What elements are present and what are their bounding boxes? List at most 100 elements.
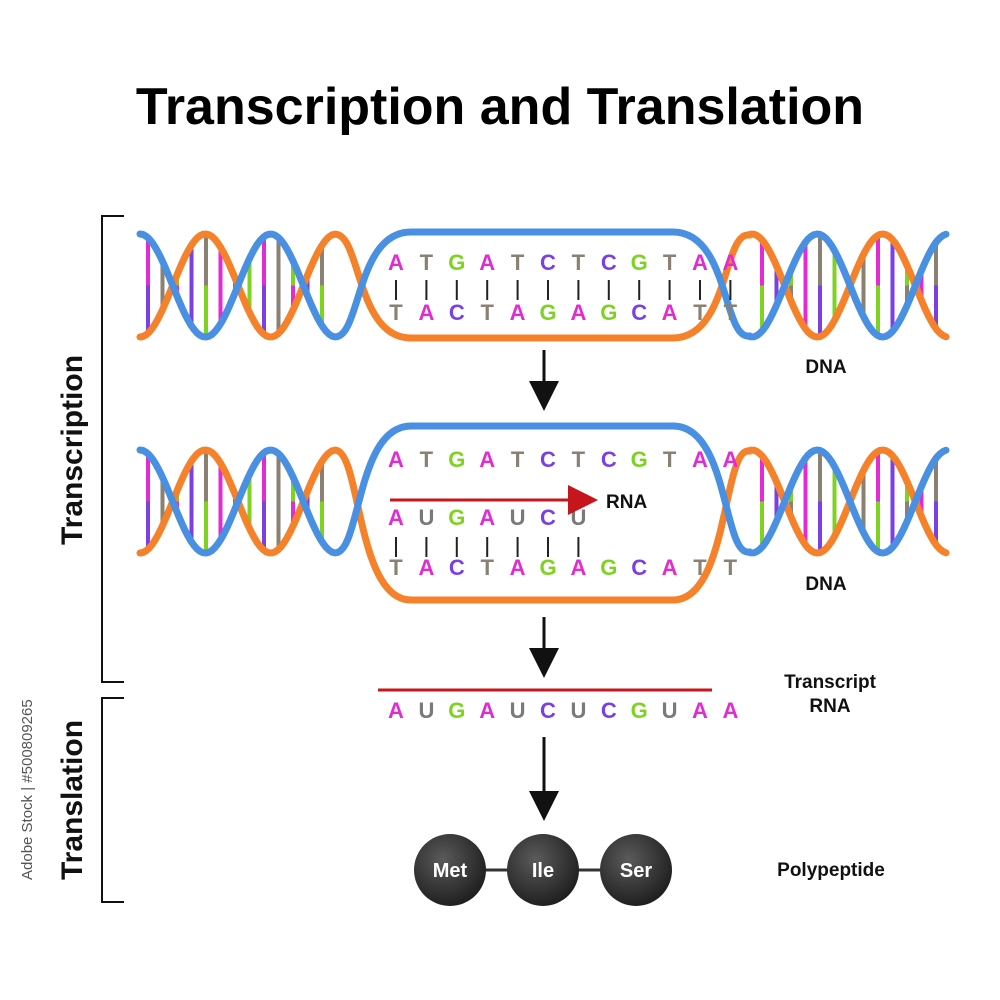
dna-coding-base: T	[663, 250, 677, 275]
dna-template-base: A	[510, 300, 526, 325]
dna-coding-base: T	[572, 250, 586, 275]
dna-template-base: C	[631, 555, 647, 580]
rna-transcript-base: U	[570, 698, 586, 723]
dna-coding-base: G	[448, 447, 465, 472]
dna-coding-base: T	[420, 447, 434, 472]
dna-coding-base: T	[511, 250, 525, 275]
transcript-label-line1: Transcript	[784, 672, 877, 693]
dna-template-base: T	[693, 300, 707, 325]
dna-template-base: A	[662, 300, 678, 325]
dna-template-base: G	[539, 300, 556, 325]
dna-template-base: G	[600, 555, 617, 580]
dna-template-base: T	[724, 555, 738, 580]
dna-coding-base: A	[479, 447, 495, 472]
dna-coding-base: A	[388, 447, 404, 472]
dna-template-base: T	[480, 300, 494, 325]
dna-coding-base: A	[692, 250, 708, 275]
dna-coding-base: T	[420, 250, 434, 275]
rna-transcript-base: G	[448, 698, 465, 723]
polypeptide-chain: Met Ile Ser	[414, 834, 672, 906]
dna-template-base: G	[600, 300, 617, 325]
dna-coding-base: G	[631, 250, 648, 275]
dna-template-base: C	[631, 300, 647, 325]
dna-template-base: T	[693, 555, 707, 580]
dna-coding-base: G	[448, 250, 465, 275]
rna-transcript-base: A	[479, 698, 495, 723]
dna-strand-blue	[136, 422, 950, 557]
dna-coding-base: G	[631, 447, 648, 472]
polypeptide-label: Polypeptide	[777, 860, 885, 881]
dna-coding-base: A	[722, 250, 738, 275]
rna-transcript-base: U	[510, 698, 526, 723]
amino-acid-ser: Ser	[620, 860, 652, 882]
dna-template-base: A	[662, 555, 678, 580]
amino-acid-bead-ile	[507, 834, 579, 906]
dna-coding-base: T	[663, 447, 677, 472]
dna-coding-base: C	[540, 447, 556, 472]
amino-acid-met: Met	[433, 860, 468, 882]
rna-base: G	[448, 505, 465, 530]
dna-template-base: A	[418, 555, 434, 580]
dna-strand-blue	[136, 228, 950, 341]
watermark: Adobe Stock | #500809265	[19, 699, 36, 880]
dna-template-base: C	[449, 555, 465, 580]
dna-label-top: DNA	[805, 357, 846, 378]
rna-transcript-base: A	[692, 698, 708, 723]
dna-coding-base: C	[540, 250, 556, 275]
dna-coding-base: A	[722, 447, 738, 472]
rna-arrow-label: RNA	[606, 492, 647, 513]
rna-transcript-base: C	[540, 698, 556, 723]
dna-coding-base: T	[572, 447, 586, 472]
dna-coding-base: A	[692, 447, 708, 472]
dna-helix-middle	[136, 422, 950, 604]
translation-side-label: Translation	[56, 720, 89, 880]
rna-base: A	[388, 505, 404, 530]
base-pair-bonds-middle	[395, 537, 580, 557]
rna-transcript-base: U	[662, 698, 678, 723]
dna-template-base: T	[389, 555, 403, 580]
dna-helix-top	[136, 228, 950, 342]
dna-template-base: A	[570, 555, 586, 580]
rna-transcript-base: A	[722, 698, 738, 723]
dna-template-base: A	[510, 555, 526, 580]
dna-strand-orange	[136, 446, 950, 604]
dna-template-base: T	[724, 300, 738, 325]
transcription-bracket	[101, 215, 124, 683]
base-pair-bonds-top	[395, 280, 732, 300]
dna-template-base: G	[539, 555, 556, 580]
rna-base: C	[540, 505, 556, 530]
transcript-label-line2: RNA	[809, 696, 850, 717]
page-title: Transcription and Translation	[136, 78, 864, 136]
dna-label-middle: DNA	[805, 574, 846, 595]
rna-transcript-base: C	[601, 698, 617, 723]
rna-base: A	[479, 505, 495, 530]
dna-coding-base: A	[388, 250, 404, 275]
amino-acid-ile: Ile	[532, 860, 554, 882]
rna-base: U	[418, 505, 434, 530]
dna-coding-base: A	[479, 250, 495, 275]
dna-strand-orange	[136, 230, 950, 342]
dna-template-base: A	[418, 300, 434, 325]
amino-acid-bead-ser	[600, 834, 672, 906]
rna-base: U	[510, 505, 526, 530]
rna-transcript-base: U	[418, 698, 434, 723]
rna-transcript-base: A	[388, 698, 404, 723]
dna-coding-base: C	[601, 447, 617, 472]
amino-acid-bead-met	[414, 834, 486, 906]
dna-template-base: C	[449, 300, 465, 325]
dna-coding-base: T	[511, 447, 525, 472]
dna-template-base: T	[389, 300, 403, 325]
dna-coding-base: C	[601, 250, 617, 275]
rna-base: U	[570, 505, 586, 530]
dna-template-base: T	[480, 555, 494, 580]
translation-bracket	[101, 697, 124, 903]
watermark-text: Adobe Stock | #500809265	[19, 699, 36, 880]
rna-transcript-base: G	[631, 698, 648, 723]
